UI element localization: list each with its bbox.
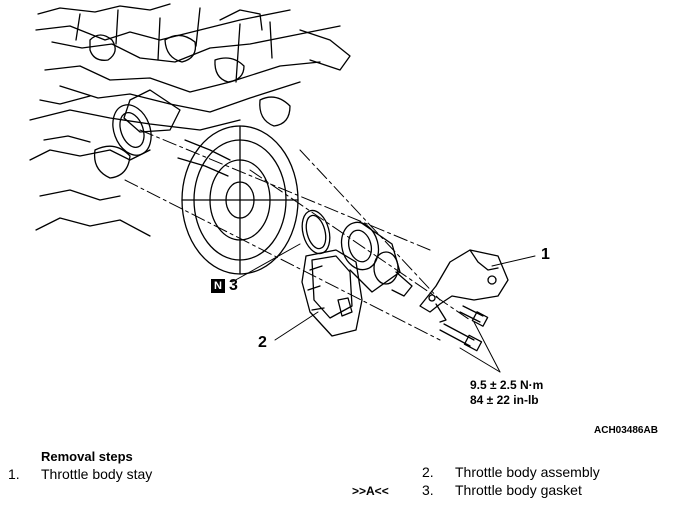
figure-id: ACH03486AB bbox=[594, 425, 658, 436]
step-3-ref: >>A<< bbox=[352, 484, 389, 498]
step-number: 1. bbox=[8, 466, 20, 482]
callout-2: 2 bbox=[258, 334, 267, 351]
callout-3: 3 bbox=[229, 277, 238, 294]
step-number: 3. bbox=[422, 482, 434, 498]
exploded-view-diagram bbox=[29, 3, 536, 373]
torque-spec: 9.5 ± 2.5 N·m 84 ± 22 in-lb bbox=[470, 378, 543, 408]
non-reusable-badge: N bbox=[211, 279, 225, 293]
callout-3-badge: N 3 bbox=[211, 277, 238, 295]
step-label: Throttle body gasket bbox=[455, 482, 582, 498]
callout-1: 1 bbox=[541, 246, 550, 263]
steps-title: Removal steps bbox=[41, 449, 133, 464]
alignment-lines bbox=[124, 129, 471, 341]
torque-imperial: 84 ± 22 in-lb bbox=[470, 393, 539, 407]
callout-leaders bbox=[231, 243, 536, 373]
torque-metric: 9.5 ± 2.5 N·m bbox=[470, 378, 544, 392]
step-number: 2. bbox=[422, 464, 434, 480]
mounting-bolts bbox=[439, 305, 489, 352]
step-label: Throttle body stay bbox=[41, 466, 153, 482]
throttle-body-stay bbox=[419, 249, 509, 323]
step-label: Throttle body assembly bbox=[455, 464, 600, 480]
throttle-body-assembly bbox=[301, 221, 413, 337]
flywheel bbox=[181, 125, 299, 275]
manifold-flange bbox=[112, 104, 152, 156]
engine-intake-manifold bbox=[29, 3, 351, 237]
